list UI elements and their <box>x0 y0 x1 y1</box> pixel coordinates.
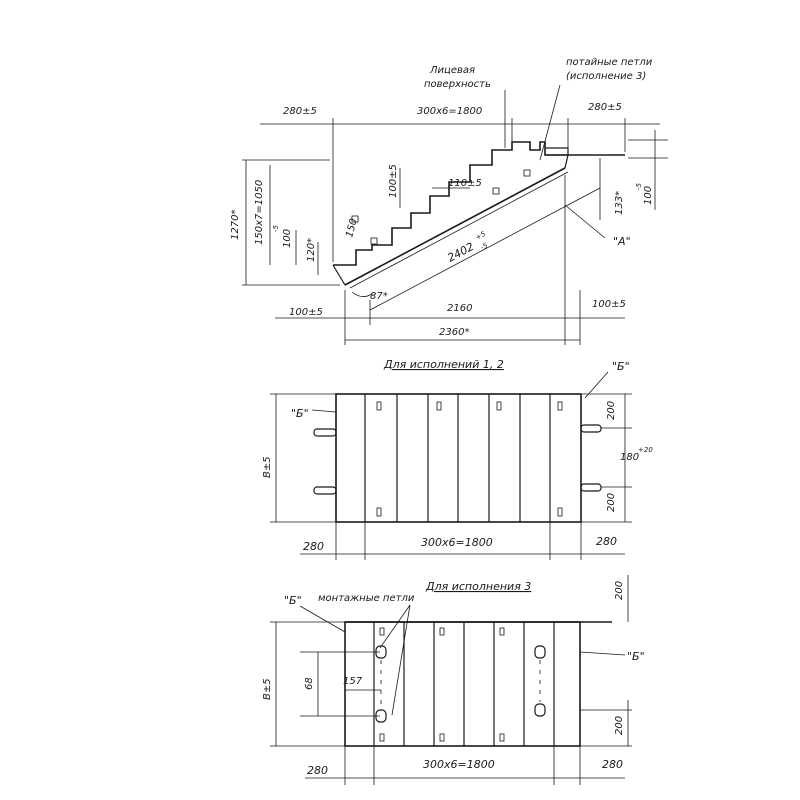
plan3-dim-68: 68 <box>304 677 315 690</box>
label-face-surface-2: поверхность <box>424 79 491 90</box>
plan12-title: Для исполнений 1, 2 <box>383 358 504 371</box>
plan3-label-B-left: "Б" <box>284 594 302 607</box>
loop-mark <box>439 627 445 636</box>
hidden-loop-4 <box>351 215 359 223</box>
leader-B-right-3 <box>579 651 626 656</box>
dim-100-left-tol: -5 <box>272 224 280 232</box>
label-hidden-loops-2: (исполнение 3) <box>566 71 646 82</box>
plan12-step-lines <box>364 394 551 522</box>
label-face-surface-1: Лицевая <box>429 65 475 76</box>
stair-section-view: 280±5 300x6=1800 280±5 Лицевая поверхнос… <box>230 57 668 345</box>
plan3-dim-B: В±5 <box>262 678 273 700</box>
leader-detail-A <box>564 204 606 239</box>
leader-B-left-3 <box>299 605 346 633</box>
dim-133: 133* <box>614 191 625 215</box>
plan3-dim-1800: 300x6=1800 <box>423 758 495 771</box>
leader-hidden-loops <box>539 84 561 161</box>
leader-B-top <box>584 371 609 399</box>
plan3-lifting-loops <box>375 645 546 723</box>
leader-B-left <box>311 409 337 413</box>
plan3-title: Для исполнения 3 <box>425 580 531 593</box>
stair-step-profile <box>333 141 625 266</box>
loop-mark <box>439 733 445 742</box>
plan12-rebar-right-2 <box>580 483 602 492</box>
label-detail-A: "А" <box>613 235 631 248</box>
dim-120: 120* <box>306 238 317 262</box>
hidden-loop-3 <box>370 237 378 245</box>
dim-100-riser: 100±5 <box>388 164 399 198</box>
plan-view-1-2: Для исполнений 1, 2 В±5 <box>262 358 653 560</box>
plan12-rebar-left-1 <box>313 428 337 437</box>
dim-2402-tol-up: +5 <box>474 230 487 242</box>
stair-soffit-inner <box>349 171 569 289</box>
angle-87-arc <box>351 291 373 297</box>
dim-150-riser: 150 <box>344 217 360 238</box>
plan12-dim-280-left: 280 <box>303 540 324 553</box>
loop-mark <box>376 507 382 517</box>
plan3-dim-157: 157 <box>343 676 363 687</box>
loop-mark <box>436 401 442 411</box>
dim-2402-tol-dn: -5 <box>479 241 489 252</box>
dim-line-2402 <box>369 187 601 311</box>
dim-1050: 150x7=1050 <box>254 180 265 245</box>
plan3-step-lines <box>373 622 555 746</box>
dim-87-angle: 87* <box>370 291 388 302</box>
plan3-label-loops: монтажные петли <box>318 593 415 604</box>
plan3-label-B-right: "Б" <box>627 650 645 663</box>
loop-mark <box>499 627 505 636</box>
hidden-loop-1 <box>492 187 500 195</box>
plan12-dim-280-right: 280 <box>596 535 617 548</box>
plan12-rebar-right-1 <box>580 424 602 433</box>
dim-110-tread: 110±5 <box>448 178 482 189</box>
loop-mark <box>379 733 385 742</box>
top-landing-ledge <box>545 147 569 156</box>
dim-100-right: 100 <box>643 186 654 205</box>
plan12-rebar-left-2 <box>313 486 337 495</box>
plan-view-3: Для исполнения 3 монтажные петли <box>262 575 645 785</box>
stair-top-edge <box>564 154 569 169</box>
plan12-dim-180: 180 <box>620 452 639 463</box>
dim-100-bottom-right: 100±5 <box>592 299 626 310</box>
plan12-label-B: "Б" <box>612 360 630 373</box>
plan3-dim-200-top: 200 <box>614 581 625 600</box>
stair-bottom-edge <box>332 264 346 286</box>
plan12-hidden-loops <box>376 401 563 517</box>
leader-loops <box>379 604 411 649</box>
dim-280-left: 280±5 <box>283 106 317 117</box>
dim-2402: 2402 <box>445 240 476 265</box>
plan12-label-B-left: "Б" <box>291 407 309 420</box>
hidden-loop-2 <box>523 169 531 177</box>
leader-loops-2 <box>391 604 411 716</box>
loop-mark <box>496 401 502 411</box>
loop-mark <box>376 401 382 411</box>
loop-mark <box>379 627 385 636</box>
dim-100-right-tol: -5 <box>635 182 643 190</box>
label-hidden-loops-1: потайные петли <box>566 57 653 68</box>
dim-2160: 2160 <box>447 303 472 314</box>
dim-100-left: 100 <box>282 229 293 248</box>
dim-1270: 1270* <box>230 210 241 240</box>
plan3-body <box>344 621 581 747</box>
loop-mark <box>557 507 563 517</box>
plan3-dim-280-right: 280 <box>602 758 623 771</box>
plan3-dim-200-bot: 200 <box>614 716 625 735</box>
lifting-loop <box>534 703 546 717</box>
plan3-dim-280-left: 280 <box>307 764 328 777</box>
dim-1800-top: 300x6=1800 <box>417 106 482 117</box>
stair-soffit-line <box>344 167 566 286</box>
plan12-dim-180-tol: +20 <box>638 446 653 454</box>
loop-mark <box>499 733 505 742</box>
lifting-loop <box>534 645 546 659</box>
plan12-dim-200-top: 200 <box>606 401 617 420</box>
plan12-dim-200-bot: 200 <box>606 493 617 512</box>
dim-2360: 2360* <box>439 327 469 338</box>
plan12-dim-1800: 300x6=1800 <box>421 536 493 549</box>
loop-mark <box>557 401 563 411</box>
dim-280-right: 280±5 <box>588 102 622 113</box>
plan12-dim-B: В±5 <box>262 456 273 478</box>
dim-100-bottom-left: 100±5 <box>289 307 323 318</box>
